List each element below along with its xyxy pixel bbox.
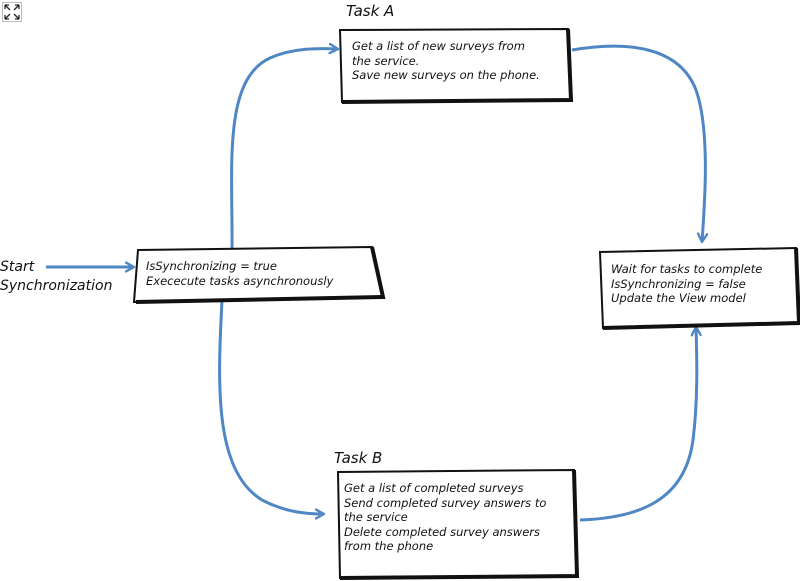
task-b-text: Get a list of completed surveys Send com… [344,481,546,554]
start-line-1: Start [0,259,35,275]
start-line-2: Synchronization [0,278,113,294]
task-b-title: Task B [334,449,383,467]
arrow-to-task-b [218,299,324,514]
final-line: Update the View model [611,291,746,305]
task-b-line: from the phone [344,539,434,553]
arrow-to-task-a [230,49,338,251]
task-b-box [336,468,580,580]
task-a-title: Task A [346,2,395,20]
arrow-task-a-to-final [571,44,705,242]
task-a-line: the service. [352,53,420,68]
task-b-line: the service [344,510,408,524]
init-box-text: IsSynchronizing = true Exececute tasks a… [146,259,333,288]
final-box [598,246,800,330]
task-a-text: Get a list of new surveys from the servi… [352,39,540,83]
final-line: Wait for tasks to complete [611,262,763,276]
init-box [132,245,386,304]
task-b-line: Get a list of completed surveys [344,481,524,495]
init-line: Exececute tasks asynchronously [146,273,334,288]
start-label: Start Synchronization [0,258,112,296]
arrow-task-b-to-final [579,327,697,522]
task-b-line: Delete completed survey answers [344,524,540,539]
init-line: IsSynchronizing = true [146,259,278,273]
task-b-line: Send completed survey answers to [344,495,547,510]
final-line: IsSynchronizing = false [611,276,746,291]
task-a-line: Get a list of new surveys from [352,39,525,53]
task-a-box [338,27,574,104]
final-box-text: Wait for tasks to complete IsSynchronizi… [611,262,762,306]
expand-icon[interactable] [2,2,22,22]
task-a-line: Save new surveys on the phone. [352,68,540,82]
